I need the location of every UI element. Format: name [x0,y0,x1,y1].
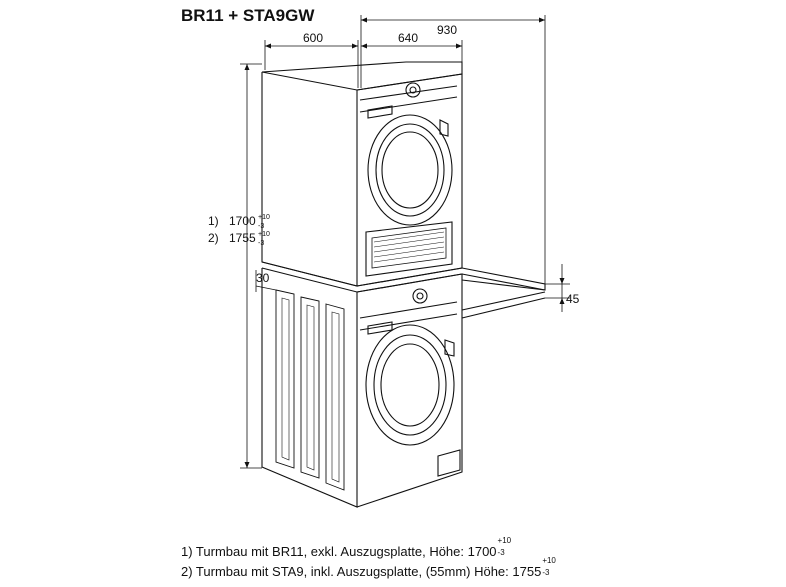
footnote-1-tolerance: +10-3 [497,536,512,557]
height-label-2: 2) 1755 +10 -3 [208,231,270,247]
dimension-offset-label: 45 [566,292,580,306]
washer-unit [261,268,463,508]
footnote-1-text: 1) Turmbau mit BR11, exkl. Auszugsplatte… [181,544,497,559]
svg-text:+10: +10 [258,231,270,238]
dryer-unit [261,61,463,287]
dimension-gap-label: 30 [256,271,270,285]
dimension-depth-label: 640 [398,31,418,45]
dimension-lines [240,15,570,469]
footnote-2-tolerance: +10-3 [542,556,556,577]
svg-text:+10: +10 [258,214,270,221]
diagram-title: BR11 + STA9GW [181,6,315,25]
svg-text:-3: -3 [258,240,264,247]
footnote-1: 1) Turmbau mit BR11, exkl. Auszugsplatte… [181,536,512,559]
footnote-2-text: 2) Turmbau mit STA9, inkl. Auszugsplatte… [181,564,542,579]
svg-text:1): 1) [208,214,219,228]
dimension-arrows [244,17,565,468]
dimension-total-depth-label: 930 [437,23,457,37]
svg-text:1700: 1700 [229,214,256,228]
svg-text:1755: 1755 [229,231,256,245]
footnote-2: 2) Turmbau mit STA9, inkl. Auszugsplatte… [181,556,556,579]
svg-text:2): 2) [208,231,219,245]
svg-text:-3: -3 [258,223,264,230]
dimension-width-label: 600 [303,31,323,45]
height-label-1: 1) 1700 +10 -3 [208,214,270,230]
